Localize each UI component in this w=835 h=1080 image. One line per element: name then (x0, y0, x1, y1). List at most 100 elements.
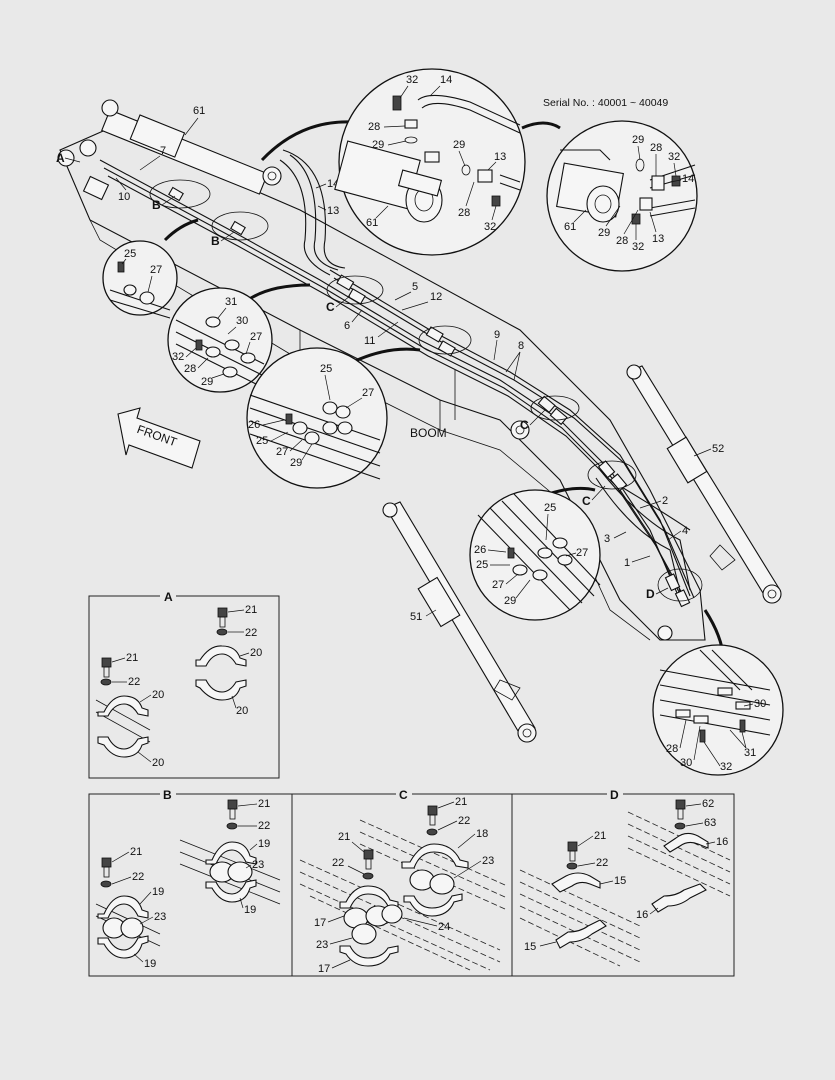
b-callout-21b: 21 (130, 846, 142, 858)
box-a-title: A (164, 590, 173, 604)
d-callout-31: 31 (744, 747, 756, 759)
view-letter-b2: B (211, 234, 220, 248)
b-callout-19d: 19 (144, 958, 156, 970)
detail-circle-c2: 25 26 25 27 27 29 (469, 486, 601, 621)
callout-1: 1 (624, 557, 630, 569)
callout-5: 5 (412, 281, 418, 293)
view-letter-a: A (56, 151, 65, 165)
a-callout-20b: 20 (236, 705, 248, 717)
d-box-callout-16b: 16 (636, 909, 648, 921)
c-callout-22a: 22 (458, 815, 470, 827)
callout-51: 51 (410, 611, 422, 623)
d-box-callout-15b: 15 (524, 941, 536, 953)
view-letter-d: D (646, 587, 655, 601)
c-callout-18: 18 (476, 828, 488, 840)
detail-circle-c1: 25 27 26 25 27 29 (246, 347, 421, 489)
c-callout-22b: 22 (332, 857, 344, 869)
c1-callout-27: 27 (362, 387, 374, 399)
a-callout-22a: 22 (245, 627, 257, 639)
c2-callout-25: 25 (544, 502, 556, 514)
d-callout-30b: 30 (680, 757, 692, 769)
b2-callout-29: 29 (201, 376, 213, 388)
callout-61: 61 (193, 105, 205, 117)
d-box-callout-21: 21 (594, 830, 606, 842)
b1-callout-27: 27 (150, 264, 162, 276)
callout-7: 7 (160, 145, 166, 157)
view-letter-c1: C (326, 300, 335, 314)
callout-9: 9 (494, 329, 500, 341)
c1-callout-26: 26 (248, 419, 260, 431)
b2-callout-27: 27 (250, 331, 262, 343)
b2-callout-31: 31 (225, 296, 237, 308)
c-callout-23b: 23 (316, 939, 328, 951)
detail-circle-cylinder-top: 32 14 28 29 29 13 61 28 32 (260, 68, 526, 256)
b-callout-23a: 23 (252, 859, 264, 871)
right-callout-32b: 32 (632, 241, 644, 253)
callout-4: 4 (682, 525, 688, 537)
serial-number: Serial No. : 40001 ~ 40049 (543, 97, 668, 109)
c2-callout-26: 26 (474, 544, 486, 556)
detail-circle-b2: 31 30 27 32 28 29 (167, 283, 311, 393)
c-callout-21b: 21 (338, 831, 350, 843)
arm-cylinder (626, 364, 782, 604)
c-callout-17a: 17 (314, 917, 326, 929)
a-callout-20a: 20 (250, 647, 262, 659)
detail-circle-d: 30 28 30 31 32 (652, 609, 784, 776)
view-letter-b1: B (152, 198, 161, 212)
bucket-cylinder (382, 501, 537, 743)
top-callout-61: 61 (366, 217, 378, 229)
d-callout-32: 32 (720, 761, 732, 773)
top-callout-14: 14 (440, 74, 452, 86)
c1-callout-25: 25 (320, 363, 332, 375)
d-box-callout-22: 22 (596, 857, 608, 869)
right-callout-32: 32 (668, 151, 680, 163)
detail-circle-b1: 25 27 (102, 218, 199, 319)
view-letter-c2: C (520, 418, 529, 432)
right-callout-14: 14 (682, 173, 694, 185)
boom-label: BOOM (410, 426, 447, 440)
top-callout-29b: 29 (453, 139, 465, 151)
detail-box-c: C 21 22 18 23 21 22 (299, 786, 506, 975)
a-callout-20c: 20 (152, 689, 164, 701)
c-callout-21a: 21 (455, 796, 467, 808)
d-box-callout-63: 63 (704, 817, 716, 829)
d-box-callout-62: 62 (702, 798, 714, 810)
right-callout-28: 28 (650, 142, 662, 154)
d-callout-30: 30 (754, 698, 766, 710)
right-callout-29b: 29 (598, 227, 610, 239)
a-callout-21b: 21 (126, 652, 138, 664)
c-callout-24: 24 (438, 921, 450, 933)
b-callout-23b: 23 (154, 911, 166, 923)
b2-callout-30: 30 (236, 315, 248, 327)
a-callout-21a: 21 (245, 604, 257, 616)
detail-box-a: A 21 22 20 20 21 22 20 20 (88, 588, 280, 779)
top-callout-28: 28 (368, 121, 380, 133)
a-callout-20d: 20 (152, 757, 164, 769)
d-box-callout-16a: 16 (716, 836, 728, 848)
detail-circle-cylinder-right: 29 28 32 14 61 29 28 13 32 (521, 120, 698, 272)
front-arrow: FRONT (117, 407, 201, 469)
box-d-title: D (610, 788, 619, 802)
b-callout-19a: 19 (258, 838, 270, 850)
c1-callout-29: 29 (290, 457, 302, 469)
b-callout-21a: 21 (258, 798, 270, 810)
top-callout-32b: 32 (484, 221, 496, 233)
callout-52: 52 (712, 443, 724, 455)
callout-13: 13 (327, 205, 339, 217)
top-callout-32: 32 (406, 74, 418, 86)
b-callout-22a: 22 (258, 820, 270, 832)
top-callout-28b: 28 (458, 207, 470, 219)
callout-3: 3 (604, 533, 610, 545)
top-callout-29a: 29 (372, 139, 384, 151)
box-c-title: C (399, 788, 408, 802)
b-callout-19b: 19 (244, 904, 256, 916)
detail-box-d: D 62 63 16 16 21 22 15 15 (519, 786, 731, 967)
c-callout-17b: 17 (318, 963, 330, 975)
b-callout-19c: 19 (152, 886, 164, 898)
callout-2: 2 (662, 495, 668, 507)
right-callout-13: 13 (652, 233, 664, 245)
callout-12: 12 (430, 291, 442, 303)
b1-callout-25: 25 (124, 248, 136, 260)
b2-callout-28: 28 (184, 363, 196, 375)
